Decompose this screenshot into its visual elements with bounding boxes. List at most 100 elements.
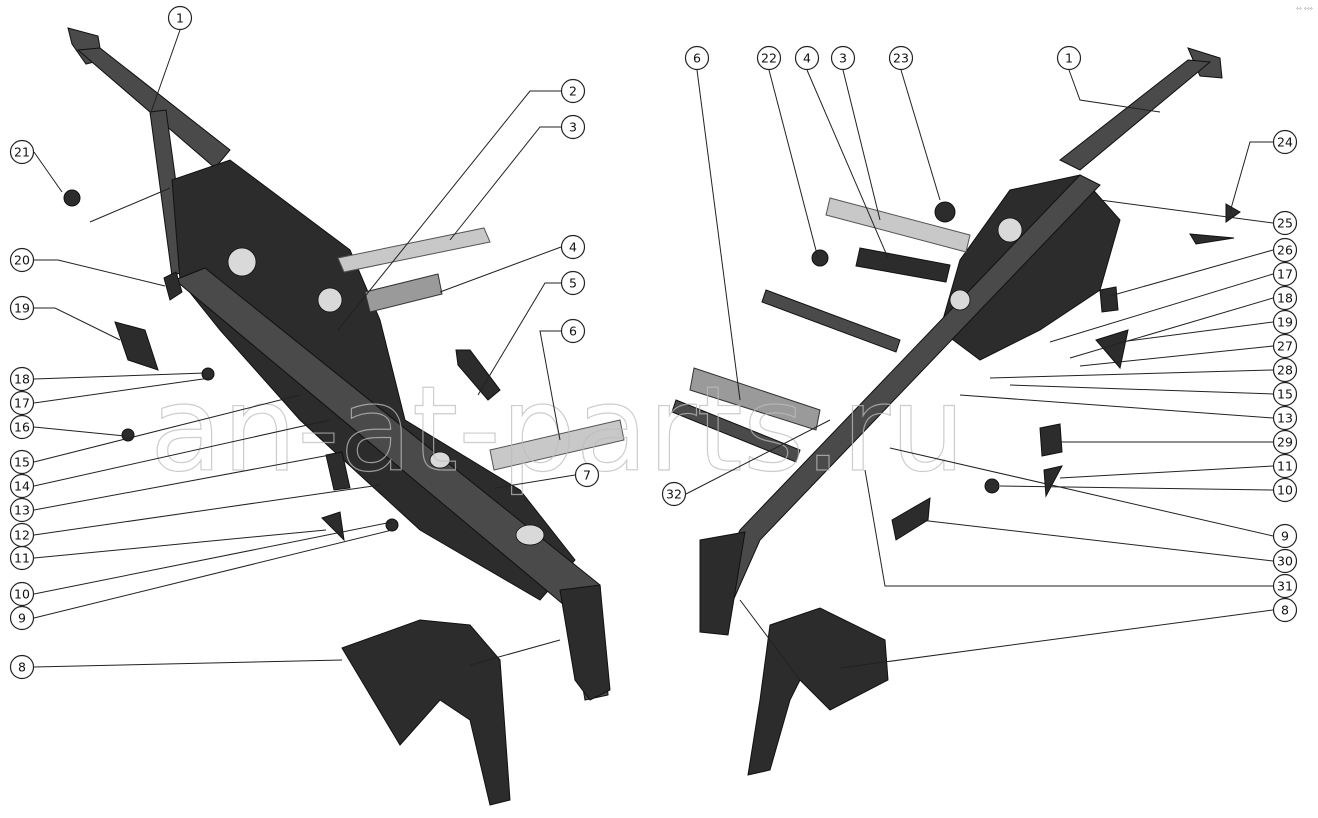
leader-line	[33, 394, 301, 463]
left-bar-6	[489, 419, 625, 471]
callout-circle	[1272, 381, 1298, 407]
right-part-23	[934, 201, 956, 223]
right-callout-9: 9	[889, 447, 1298, 549]
left-callout-14: 14	[9, 419, 331, 499]
callout-circle	[9, 605, 35, 631]
callout-number: 30	[1277, 554, 1293, 569]
right-callout-15: 15	[1009, 381, 1298, 407]
callout-circle	[1272, 237, 1298, 263]
right-callout-31: 31	[864, 469, 1298, 599]
right-callout-19: 19	[1119, 309, 1298, 343]
leader-line	[539, 330, 561, 441]
leader-line	[33, 377, 211, 404]
leader-line	[337, 90, 561, 331]
right-callout-6: 6	[684, 45, 741, 401]
callout-number: 25	[1277, 216, 1293, 231]
leader-line	[33, 484, 381, 536]
right-plate-hole	[997, 217, 1023, 243]
callout-circle	[1272, 597, 1298, 623]
left-part-12	[325, 451, 351, 491]
right-callout-11: 11	[1059, 453, 1298, 479]
leader-line	[696, 69, 741, 401]
callout-circle	[1272, 523, 1298, 549]
callout-circle	[1272, 129, 1298, 155]
leader-line	[1069, 297, 1274, 359]
callout-circle	[9, 654, 35, 680]
right-callout-28: 28	[989, 357, 1298, 383]
right-shaft-32	[671, 399, 801, 463]
callout-circle	[9, 497, 35, 523]
leader-line	[768, 69, 819, 259]
left-callout-5: 5	[477, 270, 586, 396]
callout-number: 22	[761, 51, 777, 66]
left-callout-4: 4	[439, 234, 586, 293]
leader-line	[842, 69, 881, 221]
callout-number: 8	[18, 660, 26, 675]
left-callout-7: 7	[494, 462, 600, 489]
callout-number: 2	[569, 84, 577, 99]
leader-line	[1109, 249, 1274, 297]
callout-number: 13	[14, 503, 30, 518]
callout-number: 1	[176, 11, 184, 26]
left-plate-5	[455, 349, 501, 401]
right-callout-29: 29	[1060, 429, 1298, 455]
leader-line	[494, 474, 576, 489]
leader-line	[839, 609, 1274, 669]
leader-line	[439, 246, 562, 293]
callout-number: 17	[14, 396, 30, 411]
left-plate-hole	[317, 287, 343, 313]
leader-line	[1099, 199, 1274, 224]
callout-number: 6	[569, 324, 577, 339]
leader-line	[33, 659, 343, 668]
leader-line	[685, 419, 831, 495]
callout-number: 10	[14, 587, 30, 602]
left-part-20	[163, 271, 183, 301]
left-lower-arm	[559, 584, 611, 701]
leader-line	[33, 419, 331, 487]
callout-number: 18	[14, 372, 30, 387]
right-part-22	[811, 249, 829, 267]
right-part-10	[984, 478, 1000, 494]
leader-line	[477, 282, 561, 396]
right-part-25	[1189, 233, 1235, 245]
right-callout-17: 17	[1049, 261, 1298, 343]
callout-number: 9	[1281, 529, 1289, 544]
callout-circle	[560, 318, 586, 344]
callout-circle	[1272, 573, 1298, 599]
right-part-30	[891, 497, 931, 541]
left-callout-1: 1	[149, 5, 193, 116]
callout-circle	[9, 295, 35, 321]
callout-circle	[830, 45, 856, 71]
left-plate-hole	[227, 247, 257, 277]
right-part-24	[1225, 203, 1241, 223]
callout-number: 17	[1277, 267, 1293, 282]
callout-circle	[9, 247, 35, 273]
right-upper-arm	[1059, 59, 1212, 171]
right-lower-arm	[699, 531, 746, 636]
callout-number: 27	[1277, 339, 1293, 354]
leader-line	[33, 151, 63, 193]
left-callout-17: 17	[9, 377, 211, 416]
leader-line	[900, 69, 941, 201]
leader-line	[889, 447, 1274, 537]
callout-circle	[1272, 477, 1298, 503]
right-callout-1: 1	[1056, 45, 1161, 113]
right-callout-24: 24	[1229, 129, 1298, 213]
right-bar-6	[689, 367, 821, 431]
left-callout-9: 9	[9, 529, 393, 631]
callout-circle	[1272, 357, 1298, 383]
callout-number: 16	[14, 420, 30, 435]
left-part-19	[114, 321, 159, 371]
left-callout-19: 19	[9, 295, 121, 341]
callout-circle	[9, 522, 35, 548]
callout-circle	[9, 414, 35, 440]
leader-line	[34, 307, 121, 341]
right-callout-30: 30	[919, 519, 1298, 574]
callout-number: 26	[1277, 243, 1293, 258]
callout-number: 21	[14, 145, 30, 160]
left-callout-21: 21	[9, 139, 171, 223]
left-part-18	[201, 367, 215, 381]
right-part-19	[1095, 329, 1129, 370]
leader-line	[1068, 69, 1161, 113]
leader-line	[1229, 141, 1273, 213]
